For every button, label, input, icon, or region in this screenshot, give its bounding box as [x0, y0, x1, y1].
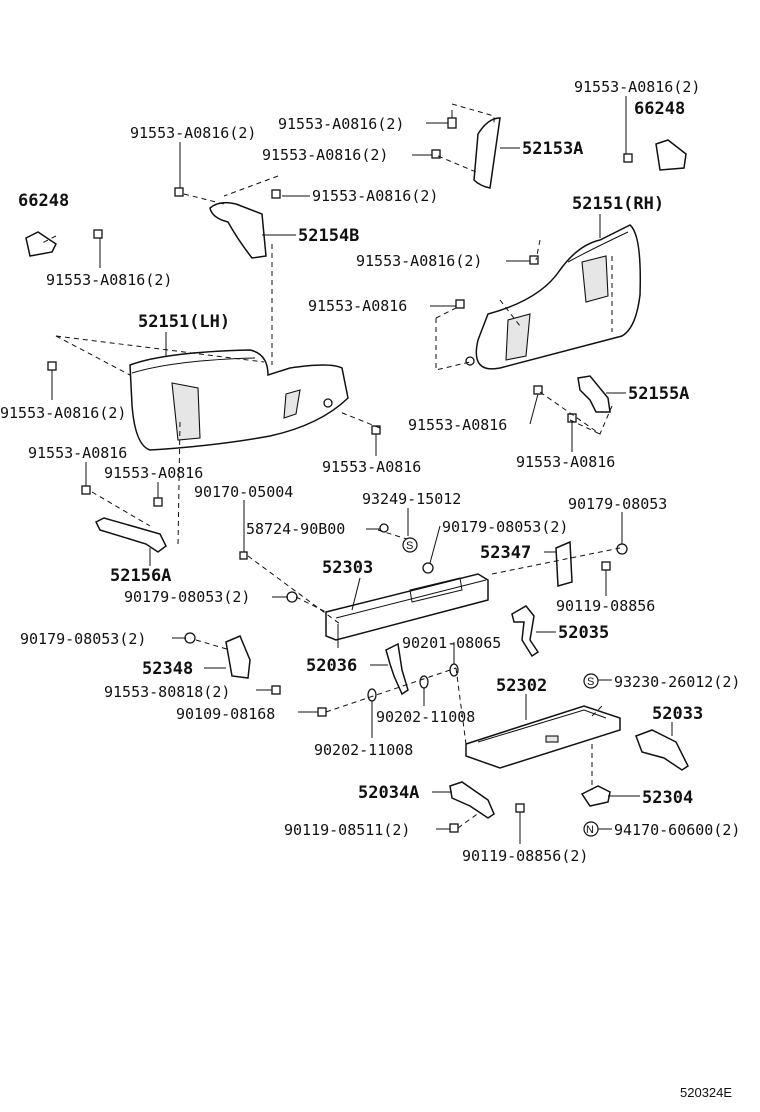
- label-90179-08053-2-left: 90179-08053(2): [124, 588, 250, 606]
- label-91553-a0816-2-left-top: 91553-A0816(2): [130, 124, 256, 142]
- label-90179-08053: 90179-08053: [568, 495, 667, 513]
- assembly-lines: [39, 103, 621, 829]
- bracket-52034a: [449, 781, 495, 819]
- label-90202-11008-right: 90202-11008: [376, 708, 475, 726]
- mark-s-93230-text: S: [587, 676, 594, 688]
- label-91553-a0816-rh-lower: 91553-A0816: [308, 297, 407, 315]
- label-91553-a0816-52156a-right: 91553-A0816: [104, 464, 203, 482]
- label-52036: 52036: [306, 656, 357, 676]
- label-52035: 52035: [558, 623, 609, 643]
- label-93230-26012-2: 93230-26012(2): [614, 673, 740, 691]
- label-52151-rh: 52151(RH): [572, 194, 664, 214]
- clip-66248-right: [655, 139, 687, 171]
- bracket-52156a: [94, 517, 167, 553]
- mark-n-94170-text: N: [586, 824, 594, 836]
- label-91553-a0816-2-left: 91553-A0816(2): [46, 271, 172, 289]
- bracket-52347: [555, 540, 573, 587]
- bumper-end-rh: [465, 224, 642, 370]
- label-90202-11008-left: 90202-11008: [314, 741, 413, 759]
- label-52034a: 52034A: [358, 783, 419, 803]
- label-91553-a0816-2-lh: 91553-A0816(2): [0, 404, 126, 422]
- label-90179-08053-2-center: 90179-08053(2): [442, 518, 568, 536]
- mark-n-94170: N: [583, 821, 599, 837]
- label-91553-a0816-52155a-lower: 91553-A0816: [516, 453, 615, 471]
- label-91553-a0816-2-top-right: 91553-A0816(2): [574, 78, 700, 96]
- mark-s-93230: S: [583, 673, 599, 689]
- part-labels: 91553-A0816(2) 66248 91553-A0816(2) 5215…: [0, 78, 740, 865]
- label-91553-a0816-lh-end: 91553-A0816: [322, 458, 421, 476]
- mark-s-93249-text: S: [406, 540, 413, 552]
- bracket-52304: [580, 785, 611, 807]
- label-91553-a0816-52156a-left: 91553-A0816: [28, 444, 127, 462]
- label-91553-a0816-2-mid: 91553-A0816(2): [262, 146, 388, 164]
- label-52154b: 52154B: [298, 226, 359, 246]
- label-52348: 52348: [142, 659, 193, 679]
- clip-66248-left: [25, 231, 57, 257]
- label-52304: 52304: [642, 788, 693, 808]
- label-52033: 52033: [652, 704, 703, 724]
- label-90201-08065: 90201-08065: [402, 634, 501, 652]
- label-52151-lh: 52151(LH): [138, 312, 230, 332]
- label-90119-08856-2: 90119-08856(2): [462, 847, 588, 865]
- label-52302: 52302: [496, 676, 547, 696]
- label-91553-a0816-2-upper: 91553-A0816(2): [278, 115, 404, 133]
- label-52153a: 52153A: [522, 139, 583, 159]
- label-52347: 52347: [480, 543, 531, 563]
- label-66248-left: 66248: [18, 191, 69, 211]
- bracket-52036: [385, 642, 409, 696]
- diagram-reference-code: 520324E: [680, 1085, 732, 1100]
- label-91553-80818-2: 91553-80818(2): [104, 683, 230, 701]
- label-90179-08053-2-52348: 90179-08053(2): [20, 630, 146, 648]
- bracket-52154b: [209, 201, 267, 259]
- label-90119-08511-2: 90119-08511(2): [284, 821, 410, 839]
- label-93249-15012: 93249-15012: [362, 490, 461, 508]
- bumper-end-lh: [129, 349, 349, 451]
- leader-lines: [51, 96, 673, 844]
- label-91553-a0816-52155a: 91553-A0816: [408, 416, 507, 434]
- step-pad-52302: [465, 705, 621, 769]
- bracket-52153a: [473, 117, 501, 189]
- label-52303: 52303: [322, 558, 373, 578]
- label-90109-08168: 90109-08168: [176, 705, 275, 723]
- label-90170-05004: 90170-05004: [194, 483, 293, 501]
- step-bar-52303: [325, 573, 489, 648]
- label-94170-60600-2: 94170-60600(2): [614, 821, 740, 839]
- label-66248-right: 66248: [634, 99, 685, 119]
- label-52155a: 52155A: [628, 384, 689, 404]
- bracket-52033: [635, 729, 689, 771]
- label-52156a: 52156A: [110, 566, 171, 586]
- label-90119-08856: 90119-08856: [556, 597, 655, 615]
- bracket-52035: [511, 605, 540, 658]
- label-91553-a0816-2-rh: 91553-A0816(2): [356, 252, 482, 270]
- label-58724-90b00: 58724-90B00: [246, 520, 345, 538]
- mark-s-93249: S: [402, 537, 418, 553]
- bracket-52155a: [577, 375, 611, 413]
- bracket-52348: [225, 635, 251, 679]
- label-91553-a0816-2-bracket: 91553-A0816(2): [312, 187, 438, 205]
